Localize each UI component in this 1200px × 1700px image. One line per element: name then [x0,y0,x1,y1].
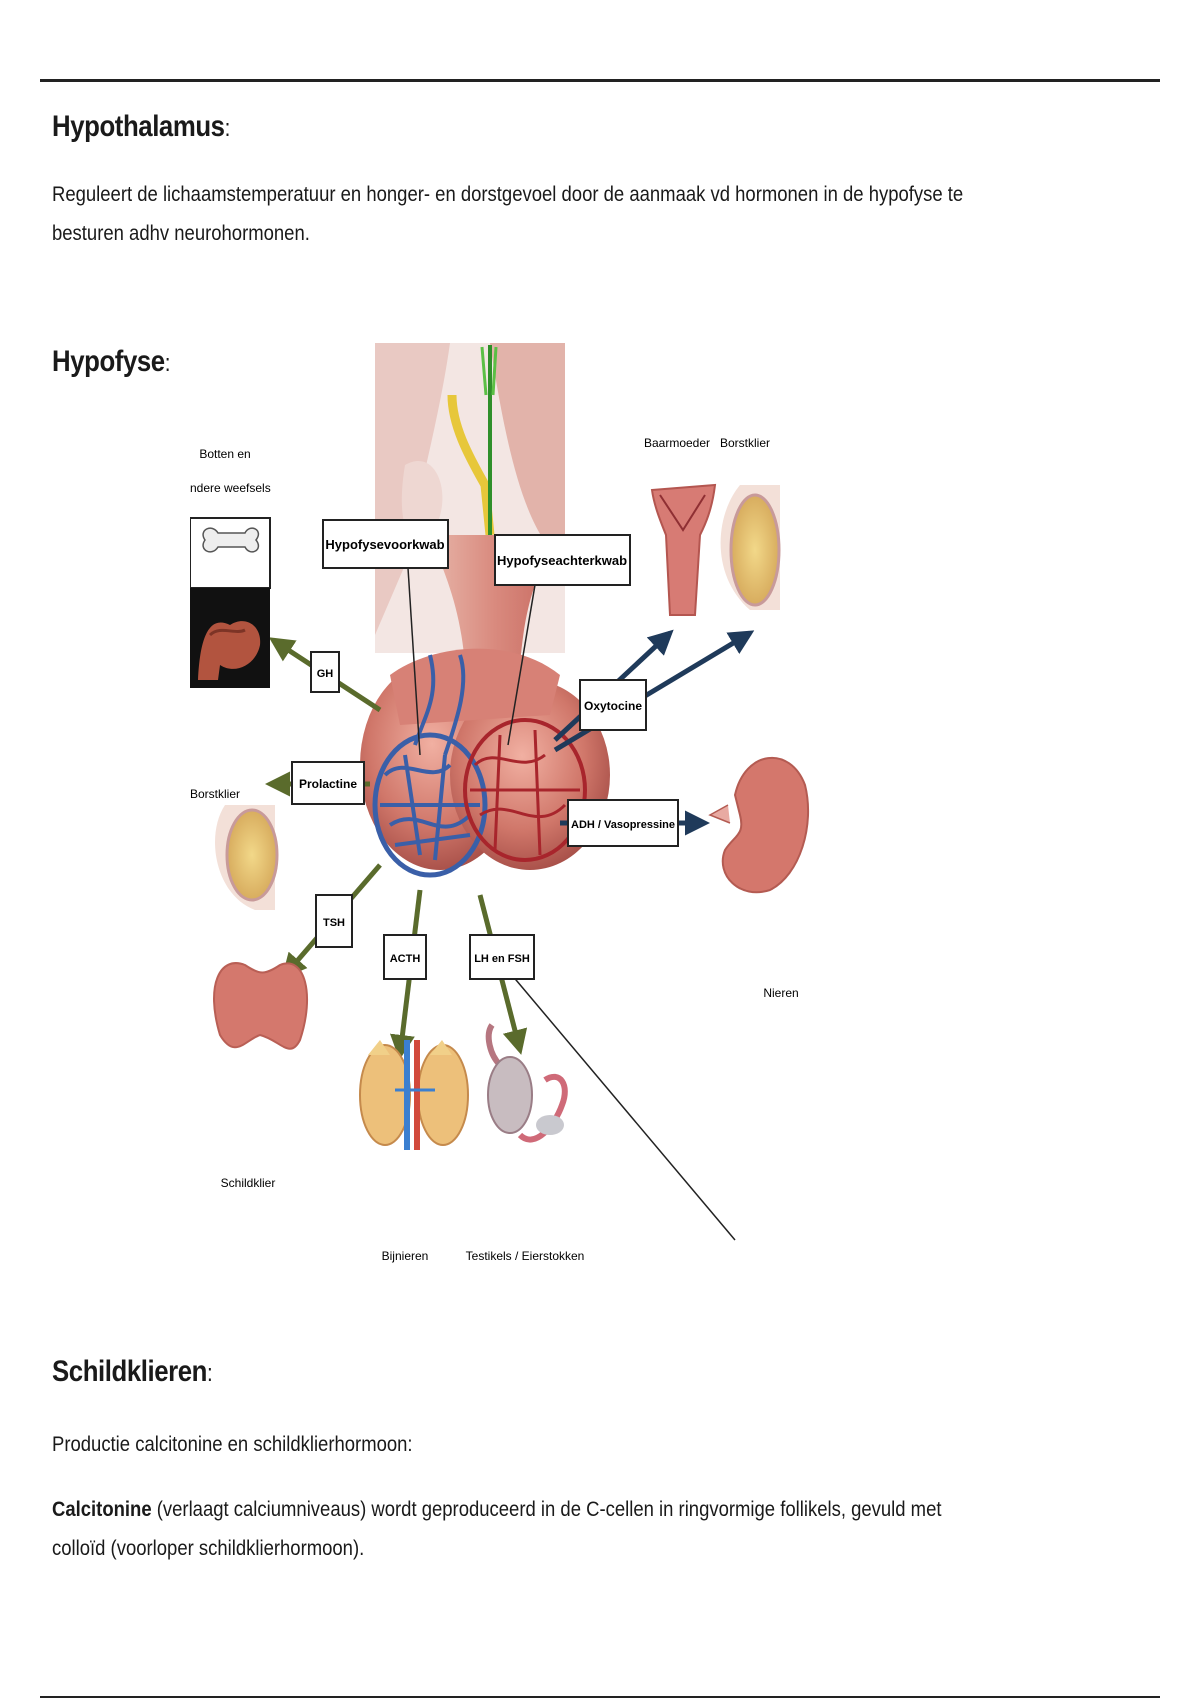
target-testikels: Testikels / Eierstokken [466,1249,585,1263]
adrenal-kidney-illustration: Bijnieren [359,1040,469,1263]
hormone-labels: GH Prolactine TSH ACTH LH en FSH Oxytoci… [291,651,679,980]
gonads-illustration: Testikels / Eierstokken [466,1023,585,1263]
target-borstklier-right: Borstklier [720,436,770,450]
calcitonine-term: Calcitonine [52,1498,152,1521]
hormone-adh: ADH / Vasopressine [571,819,675,831]
target-schildklier: Schildklier [221,1176,276,1190]
hormone-gh: GH [317,668,334,680]
uterus-illustration: Baarmoeder [644,436,717,616]
bottom-rule [40,1696,1160,1698]
hormone-oxytocine: Oxytocine [584,699,642,713]
lobe-labels: Hypofysevoorkwab Hypofyseachterkwab [322,519,736,1241]
top-rule [40,79,1160,82]
hypofyse-diagram: Hypofysevoorkwab Hypofyseachterkwab GH P… [190,343,809,1263]
anterior-lobe-label: Hypofysevoorkwab [325,537,444,552]
heading-schildklieren: Schildklieren: [52,1355,213,1388]
breast-left-illustration: Borstklier [190,787,279,910]
posterior-lobe-label-box [494,534,631,586]
calcitonine-text: (verlaagt calciumniveaus) wordt geproduc… [52,1498,942,1560]
hormone-tsh: TSH [323,917,345,929]
target-botten-line2: andere weefsels [190,481,271,495]
anterior-lobe-label-box [322,519,449,569]
hypothalamus-text: Reguleert de lichaamstemperatuur en hong… [52,183,964,245]
bone-muscle-illustration: Botten en andere weefsels [190,447,271,688]
heading-hypothalamus: Hypothalamus: [52,110,230,143]
hormone-lh-fsh: LH en FSH [474,953,530,965]
posterior-lobe-label: Hypofyseachterkwab [497,553,627,568]
hormone-acth: ACTH [390,953,421,965]
calcitonine-paragraph: Calcitonine (verlaagt calciumniveaus) wo… [52,1490,976,1568]
thyroid-illustration: Schildklier [213,962,308,1190]
kidney-illustration: Nieren [708,757,809,1000]
target-bijnieren: Bijnieren [382,1249,429,1263]
schildklieren-intro: Productie calcitonine en schildklierhorm… [52,1433,413,1456]
target-nieren: Nieren [763,986,798,1000]
breast-right-illustration: Borstklier [720,436,781,610]
target-botten-line1: Botten en [199,447,250,461]
heading-hypofyse: Hypofyse: [52,345,171,378]
brain-section-illustration [375,343,565,665]
target-baarmoeder: Baarmoeder [644,436,710,450]
hormone-prolactine: Prolactine [299,777,357,791]
target-borstklier-left: Borstklier [190,787,240,801]
